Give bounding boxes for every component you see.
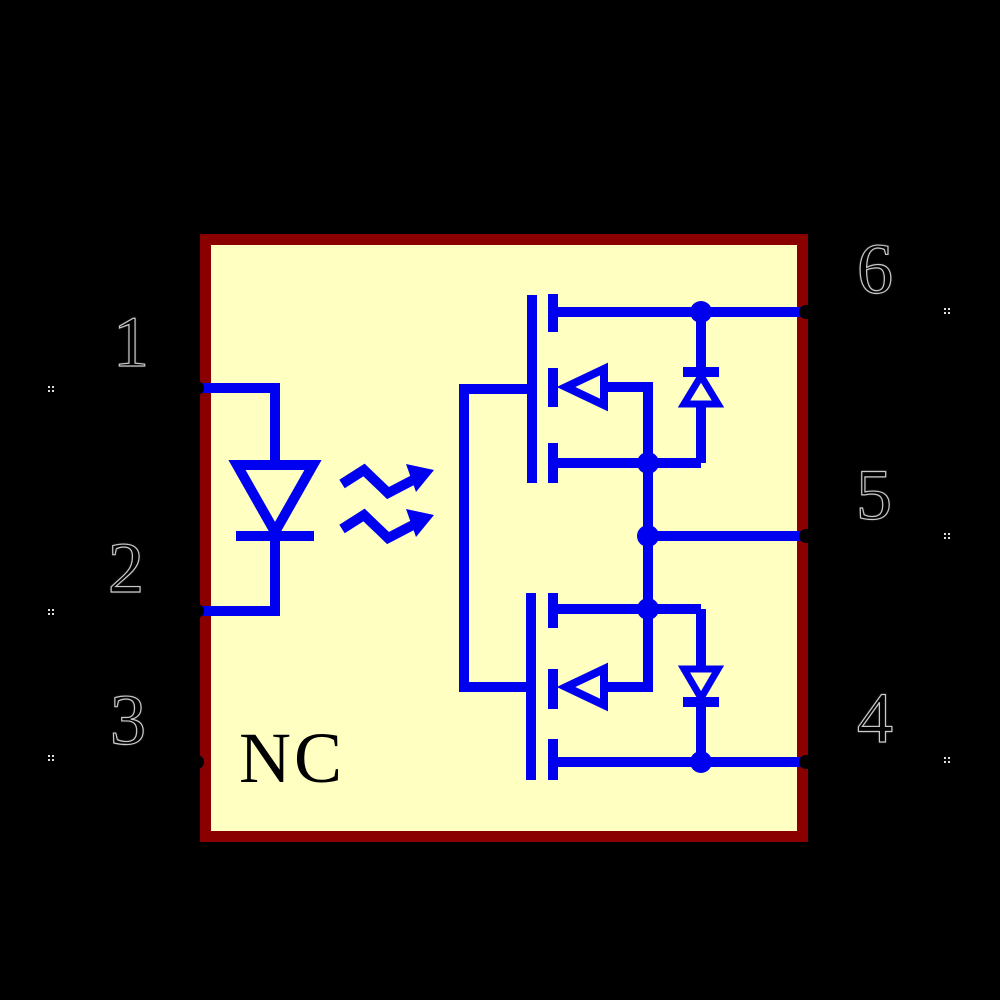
junction-dot: [690, 751, 712, 773]
gate-rail-wire: [459, 384, 527, 692]
pin-number-5: 5: [855, 455, 892, 535]
pin-endpoint-dot: [799, 529, 813, 543]
pin-endpoint-dot: [190, 604, 204, 618]
led-diode-icon: [197, 383, 322, 616]
pin-endpoint-dot: [799, 305, 813, 319]
pin-tick-marker: [944, 757, 946, 759]
pin-number-3: 3: [109, 680, 146, 760]
pin-endpoint-dot: [190, 755, 204, 769]
cathode-wire: [197, 540, 280, 616]
body-arrow-icon: [556, 662, 608, 712]
light-arrow-2: [339, 508, 416, 545]
pin-tick-marker: [48, 755, 50, 757]
junction-dot: [637, 598, 659, 620]
pin-tick-marker: [944, 533, 946, 535]
junction-dot: [637, 525, 659, 547]
anode-wire: [197, 383, 280, 462]
pin-number-4: 4: [856, 678, 893, 758]
light-arrow-1-head: [406, 464, 434, 492]
junction-dots: [637, 301, 712, 773]
light-arrow-1: [339, 463, 416, 500]
pin-number-1: 1: [112, 302, 149, 382]
pin-number-6: 6: [856, 229, 893, 309]
pin-tick-marker: [48, 609, 50, 611]
pin-endpoint-dot: [190, 381, 204, 395]
light-arrow-2-head: [406, 509, 434, 537]
pin-endpoints: [190, 305, 813, 769]
led-triangle: [228, 460, 322, 543]
body-arrow-icon: [556, 362, 608, 412]
n-mosfet-icon-bottom: [526, 593, 806, 780]
pin-number-2: 2: [107, 528, 144, 608]
junction-dot: [690, 301, 712, 323]
pin-endpoint-dot: [799, 755, 813, 769]
diode-icon-top: [677, 312, 725, 463]
pin-tick-marker: [48, 386, 50, 388]
nc-label: NC: [239, 718, 346, 798]
pin-tick-marker: [944, 308, 946, 310]
junction-dot: [637, 452, 659, 474]
light-emission-arrows-icon: [339, 463, 434, 545]
diode-triangle: [677, 369, 725, 408]
n-mosfet-icon-top: [527, 294, 806, 483]
diode-icon-bottom: [677, 609, 725, 762]
diode-triangle: [677, 665, 725, 705]
